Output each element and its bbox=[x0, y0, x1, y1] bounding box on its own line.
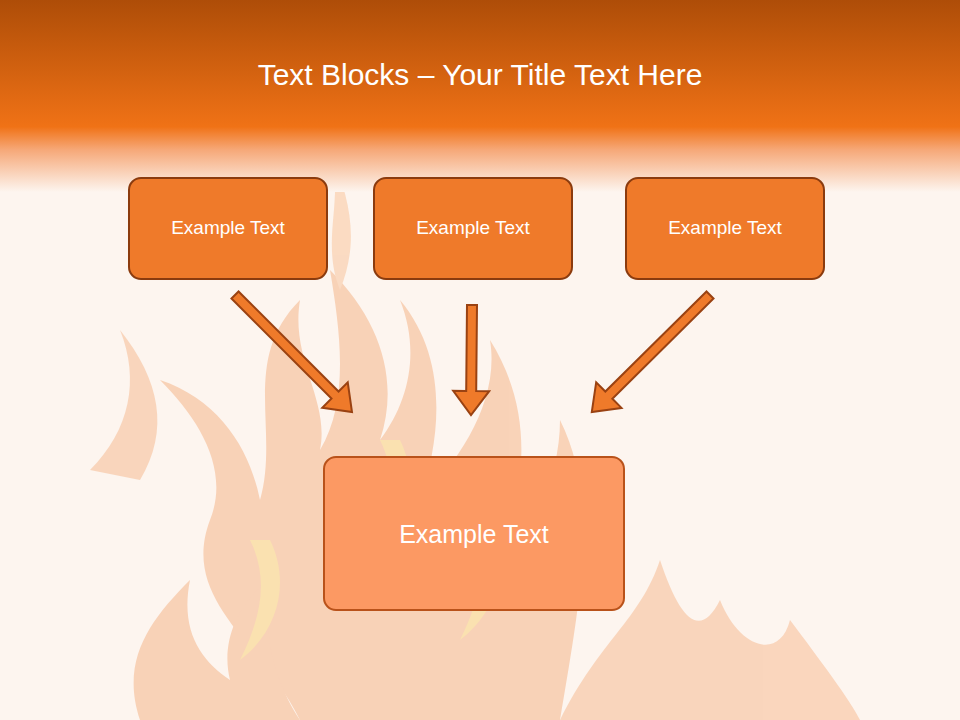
block-text: Example Text bbox=[668, 217, 782, 240]
text-block: Example Text bbox=[323, 456, 625, 611]
slide-title: Text Blocks – Your Title Text Here bbox=[0, 52, 960, 98]
block-text: Example Text bbox=[171, 217, 285, 240]
text-block: Example Text bbox=[128, 177, 328, 280]
text-block: Example Text bbox=[373, 177, 573, 280]
block-arrow bbox=[592, 291, 714, 412]
block-arrow bbox=[231, 291, 352, 412]
block-text: Example Text bbox=[399, 519, 549, 549]
block-arrow bbox=[453, 305, 489, 415]
block-text: Example Text bbox=[416, 217, 530, 240]
text-block: Example Text bbox=[625, 177, 825, 280]
flame-illustration bbox=[90, 150, 860, 720]
header-band bbox=[0, 0, 960, 192]
